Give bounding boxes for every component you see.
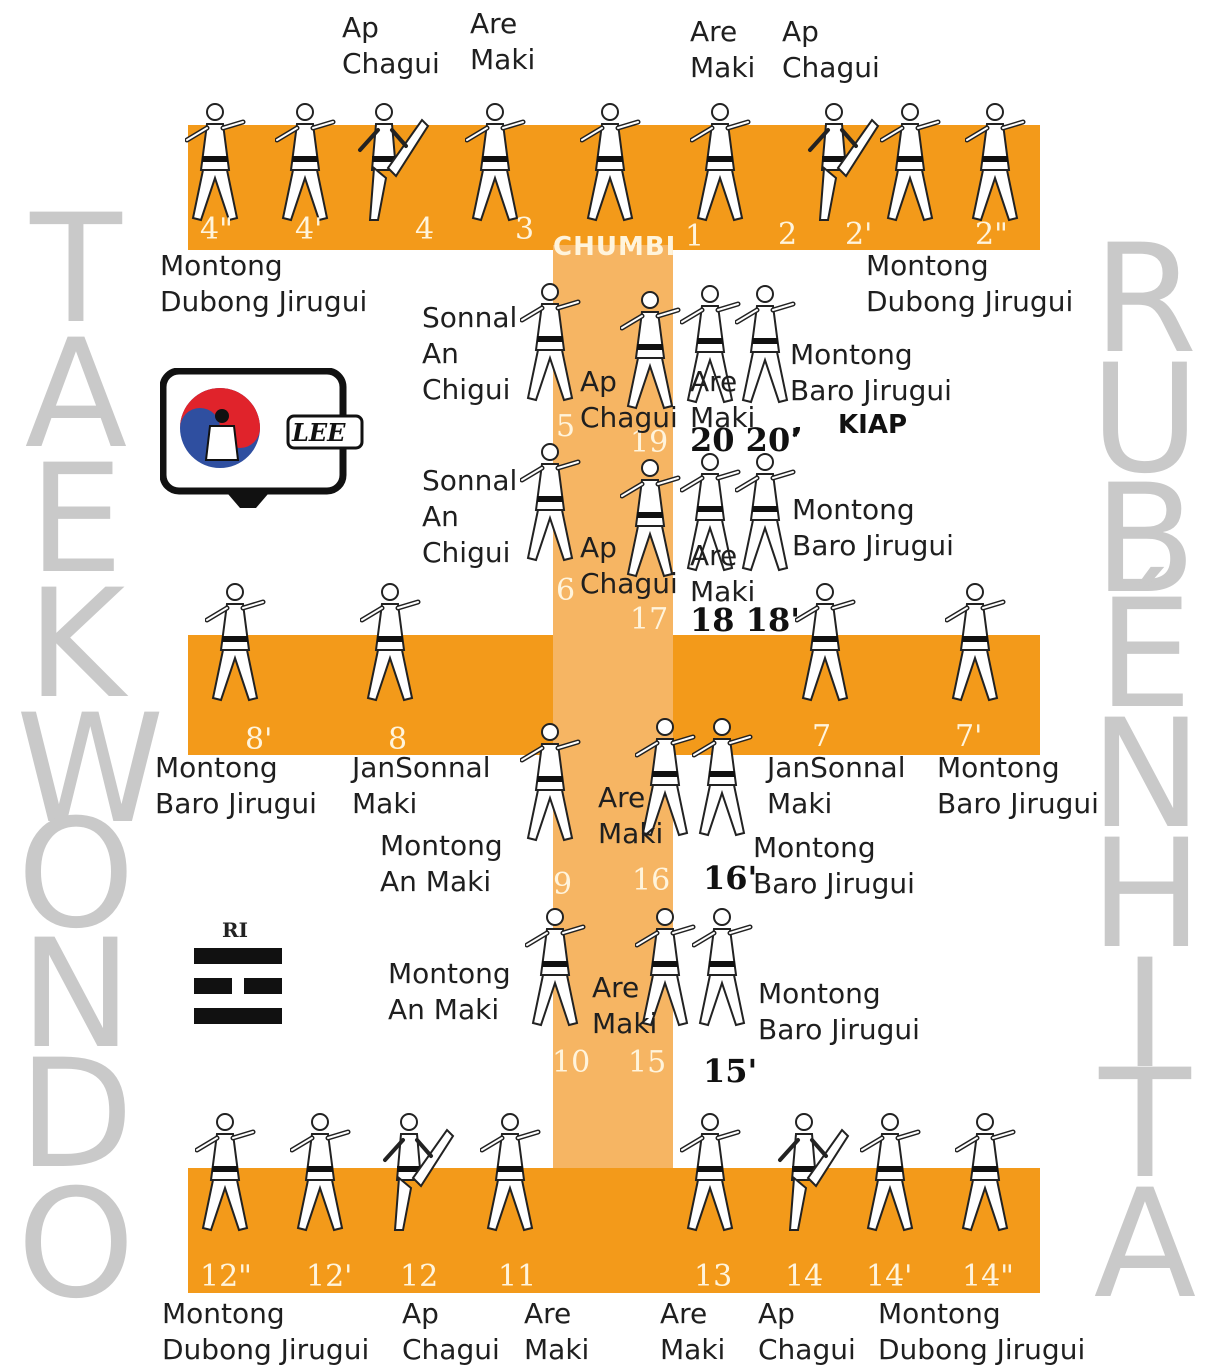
step-number: 7 bbox=[812, 722, 831, 752]
step-number: 2 bbox=[778, 220, 797, 250]
step-number: 10 bbox=[552, 1048, 590, 1078]
figure bbox=[860, 1110, 940, 1235]
step-number: 5 bbox=[556, 412, 575, 442]
step-number: 11 bbox=[498, 1262, 536, 1292]
technique-label: Sonnal An Chigui bbox=[422, 463, 517, 571]
side-letter: A bbox=[1090, 1170, 1200, 1320]
figure bbox=[520, 720, 600, 845]
technique-label: Ap Chagui bbox=[402, 1296, 500, 1368]
step-number: 4 bbox=[415, 215, 434, 245]
technique-label: Montong Dubong Jirugui bbox=[160, 248, 367, 320]
figure bbox=[690, 100, 770, 225]
step-number: 17 bbox=[630, 605, 668, 635]
step-number: 9 bbox=[553, 870, 572, 900]
figure bbox=[680, 1110, 760, 1235]
kiap-label: KIAP bbox=[838, 410, 907, 440]
step-number: 13 bbox=[694, 1262, 732, 1292]
figure bbox=[465, 100, 545, 225]
figure bbox=[880, 100, 960, 225]
chumbi-label: CHUMBI bbox=[553, 232, 676, 262]
figure bbox=[692, 715, 772, 840]
figure bbox=[955, 1110, 1035, 1235]
technique-label: Sonnal An Chigui bbox=[422, 300, 517, 408]
figure bbox=[770, 1110, 850, 1235]
figure bbox=[945, 580, 1025, 705]
technique-label: Ap Chagui bbox=[580, 364, 678, 436]
step-number: 3 bbox=[515, 215, 534, 245]
figure bbox=[580, 100, 660, 225]
technique-label: Are Maki bbox=[660, 1296, 725, 1368]
step-number: 16 bbox=[632, 866, 670, 896]
technique-label: Ap Chagui bbox=[782, 14, 880, 86]
comma-mark: , bbox=[792, 405, 803, 437]
step-number: 4' bbox=[295, 215, 322, 245]
step-number: 14 bbox=[785, 1262, 823, 1292]
step-number: 12' bbox=[306, 1262, 352, 1292]
trigram-ri: RI bbox=[192, 918, 284, 1028]
technique-label: Ap Chagui bbox=[758, 1296, 856, 1368]
step-number: 14' bbox=[866, 1262, 912, 1292]
figure bbox=[275, 100, 355, 225]
technique-label: Montong An Maki bbox=[380, 828, 503, 900]
step-number-bold: 16' bbox=[703, 862, 757, 894]
figure bbox=[965, 100, 1045, 225]
figure bbox=[360, 580, 440, 705]
technique-label: Are Maki bbox=[690, 538, 755, 610]
technique-label: Ap Chagui bbox=[342, 10, 440, 82]
technique-label: Are Maki bbox=[470, 6, 535, 78]
figure bbox=[375, 1110, 455, 1235]
technique-label: Are Maki bbox=[598, 780, 663, 852]
technique-label: Montong Dubong Jirugui bbox=[866, 248, 1073, 320]
step-number: 1 bbox=[685, 222, 704, 252]
technique-label: JanSonnal Maki bbox=[767, 750, 906, 822]
logo-text: LEE bbox=[292, 418, 345, 447]
technique-label: Are Maki bbox=[690, 14, 755, 86]
step-number: 4" bbox=[200, 215, 233, 245]
technique-label: Montong Baro Jirugui bbox=[758, 976, 920, 1048]
step-number: 7' bbox=[955, 722, 982, 752]
figure bbox=[185, 100, 265, 225]
technique-label: Are Maki bbox=[592, 970, 657, 1042]
technique-label: Are Maki bbox=[690, 364, 755, 436]
figure bbox=[205, 580, 285, 705]
technique-label: Montong Baro Jirugui bbox=[155, 750, 317, 822]
step-number: 2' bbox=[845, 220, 872, 250]
step-number: 12" bbox=[200, 1262, 252, 1292]
technique-label: Montong Baro Jirugui bbox=[792, 492, 954, 564]
technique-label: Montong Dubong Jirugui bbox=[878, 1296, 1085, 1368]
figure bbox=[480, 1110, 560, 1235]
step-number: 12 bbox=[400, 1262, 438, 1292]
figure bbox=[795, 580, 875, 705]
step-number: 14" bbox=[962, 1262, 1014, 1292]
technique-label: Montong An Maki bbox=[388, 956, 511, 1028]
technique-label: Are Maki bbox=[524, 1296, 589, 1368]
step-number-bold: 15' bbox=[703, 1055, 757, 1087]
step-number: 2" bbox=[975, 220, 1008, 250]
side-letter: O bbox=[16, 1170, 136, 1320]
technique-label: Montong Baro Jirugui bbox=[937, 750, 1099, 822]
figure bbox=[290, 1110, 370, 1235]
figure bbox=[350, 100, 430, 225]
figure bbox=[195, 1110, 275, 1235]
technique-label: Montong Baro Jirugui bbox=[753, 830, 915, 902]
figure bbox=[800, 100, 880, 225]
lee-logo: LEE bbox=[160, 368, 370, 508]
technique-label: JanSonnal Maki bbox=[352, 750, 491, 822]
step-number: 15 bbox=[628, 1048, 666, 1078]
technique-label: Montong Baro Jirugui bbox=[790, 337, 952, 409]
technique-label: Ap Chagui bbox=[580, 530, 678, 602]
step-number: 6 bbox=[556, 576, 575, 606]
trigram-icon bbox=[192, 918, 284, 1028]
technique-label: Montong Dubong Jirugui bbox=[162, 1296, 369, 1368]
